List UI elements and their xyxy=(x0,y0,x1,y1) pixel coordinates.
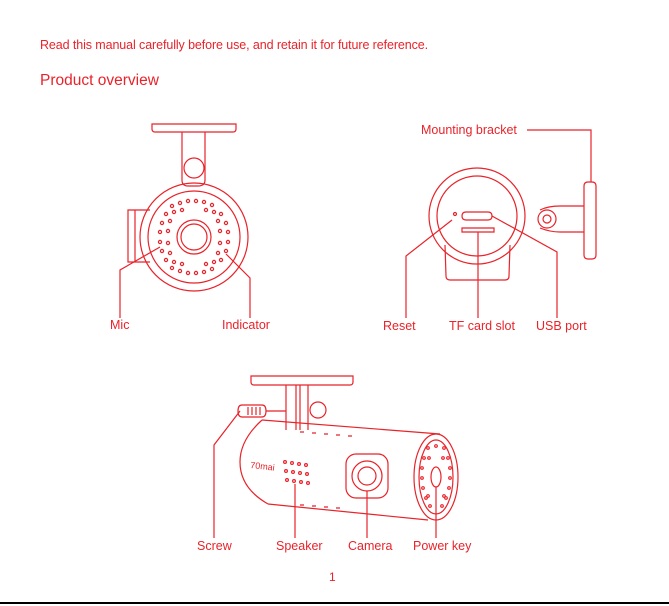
label-camera: Camera xyxy=(348,539,392,553)
brand-logo: 70mai xyxy=(250,460,275,473)
label-mounting-bracket: Mounting bracket xyxy=(421,123,517,137)
page-number: 1 xyxy=(329,570,336,584)
label-indicator: Indicator xyxy=(222,318,270,332)
label-usb-port: USB port xyxy=(536,319,587,333)
label-tf-card-slot: TF card slot xyxy=(449,319,515,333)
back-view-illustration xyxy=(406,130,596,318)
front-view-illustration xyxy=(120,124,250,318)
label-speaker: Speaker xyxy=(276,539,323,553)
side-view-illustration: 70mai xyxy=(214,376,458,538)
label-reset: Reset xyxy=(383,319,416,333)
bottom-rule xyxy=(0,602,669,604)
front-speaker-dots xyxy=(158,199,229,274)
label-mic: Mic xyxy=(110,318,129,332)
label-power-key: Power key xyxy=(413,539,471,553)
side-speaker-dots xyxy=(284,461,310,485)
label-screw: Screw xyxy=(197,539,232,553)
